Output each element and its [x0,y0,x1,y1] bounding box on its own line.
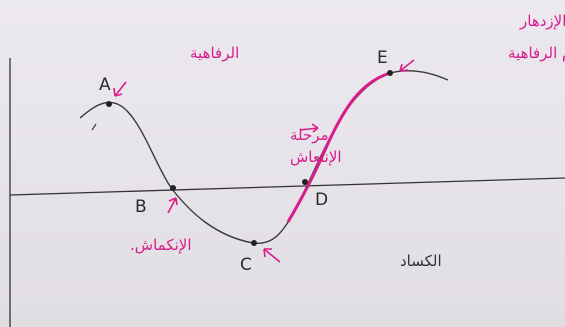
point-a-dot [106,101,112,107]
arrow-a-icon [113,81,127,97]
cycle-curve [79,70,449,245]
recovery-highlight [286,71,391,223]
point-a-label: A [99,75,111,95]
baseline [9,177,565,196]
arrow-e-icon [399,59,415,72]
point-d-label: D [315,190,328,210]
point-d-dot [302,179,308,185]
label-recovery-line2: الإنتعاش [290,148,342,166]
point-b-label: B [135,197,147,217]
label-recovery-line1: مرحلة [290,126,329,144]
point-e-dot [387,70,393,76]
point-c-label: C [240,255,252,275]
label-peak-left: الرفاهية [190,44,239,62]
arrow-recovery-icon [299,123,319,133]
point-e-label: E [377,48,388,68]
point-b-dot [170,185,176,191]
curve-tail-mark [91,123,97,131]
point-c-dot [251,240,257,246]
label-depression: الكساد [400,252,442,270]
arrow-b-icon [167,197,178,214]
label-recession: الإنكماش. [130,236,192,254]
arrow-c-icon [263,248,281,263]
label-prosperity-line2: ام الرفاهية [508,44,565,62]
label-prosperity-line1: الرخاء او الإزدهار [519,12,565,30]
